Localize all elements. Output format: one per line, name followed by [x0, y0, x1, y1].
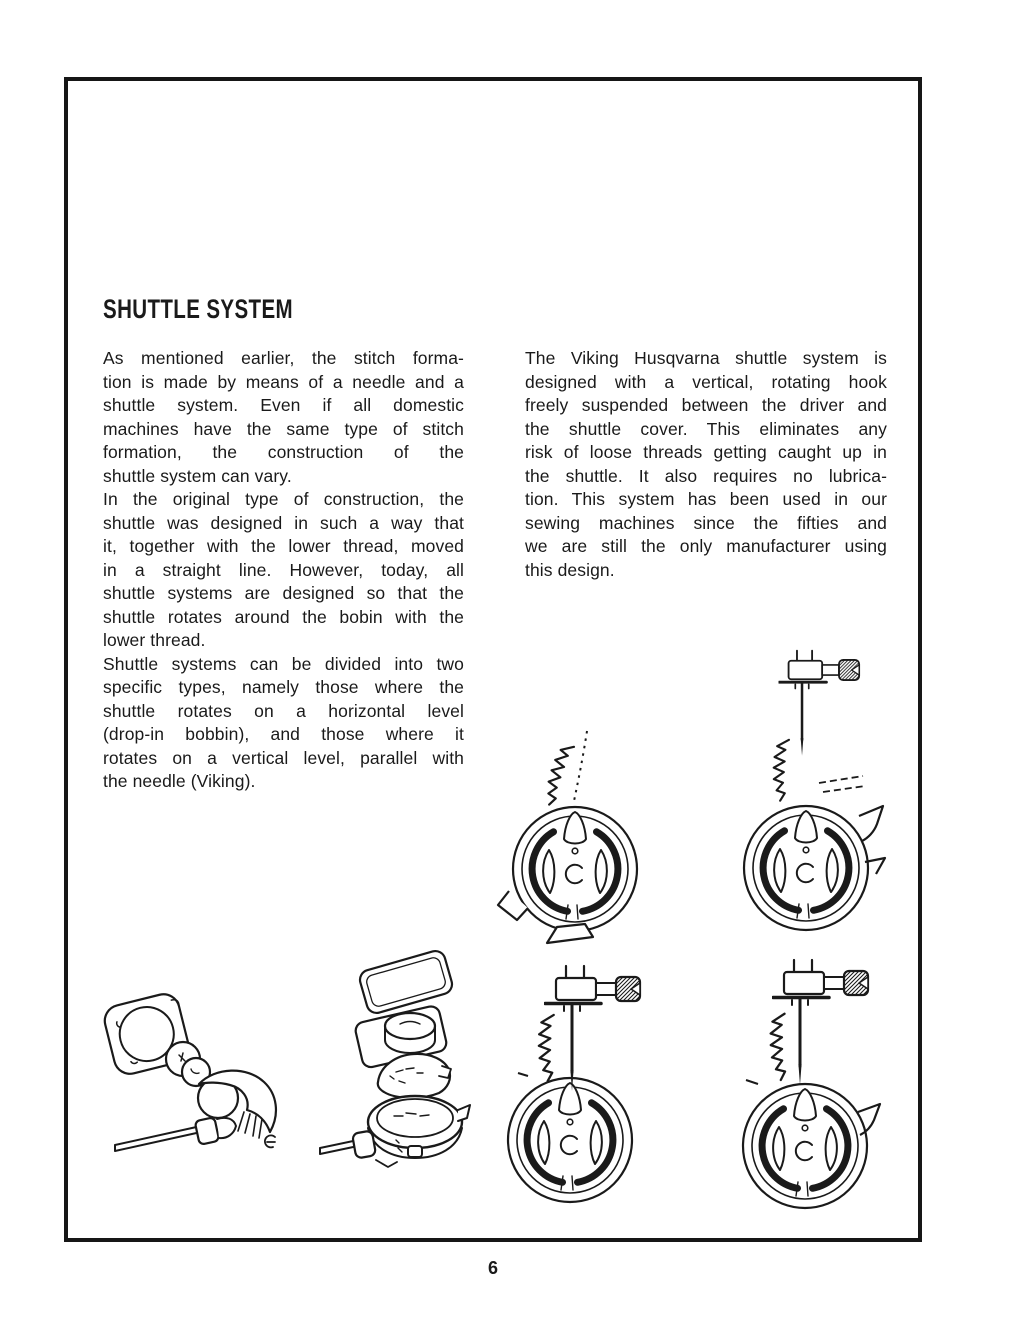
- text-line: The Viking Husqvarna shuttle system is: [525, 348, 887, 368]
- text-line: specific types, namely those where the: [103, 677, 464, 697]
- page-number: 6: [487, 1258, 498, 1278]
- text-line: machines have the same type of stitch: [103, 418, 464, 439]
- dash-mark: [745, 1079, 759, 1085]
- text-line: tion. This system has been used in our: [525, 489, 887, 509]
- needle-bar-icon: [544, 964, 642, 1093]
- text-line: lower thread.: [103, 630, 206, 650]
- dash-mark: [517, 1072, 529, 1077]
- needle-bar-icon: [778, 649, 861, 758]
- text-line: it, together with the lower thread, move…: [103, 536, 464, 556]
- text-line: we are still the only manufacturer using: [525, 536, 887, 556]
- bobbin-plate: [354, 1005, 448, 1069]
- thread-scribble-icon: [769, 738, 796, 803]
- thread-dotted-line: [573, 730, 588, 802]
- text-line: the needle (Viking).: [103, 771, 256, 791]
- text-line: this design.: [525, 559, 615, 580]
- text-line: formation, the construction of the: [103, 442, 464, 462]
- hook-ear: [864, 856, 887, 875]
- text-line: designed with a vertical, rotating hook: [525, 371, 887, 392]
- text-line: the shuttle cover. This eliminates any: [525, 418, 887, 439]
- figure-needle-and-shuttle-top: [735, 649, 887, 940]
- text-line: in a straight line. However, today, all: [103, 559, 464, 580]
- dash-marks: [395, 1139, 403, 1153]
- text-line: (drop-in bobbin), and those where it: [103, 724, 464, 744]
- text-line: rotates on a vertical level, parallel wi…: [103, 747, 464, 768]
- section-title: SHUTTLE SYSTEM: [103, 294, 294, 325]
- rotating-shuttle-icon: [513, 807, 637, 931]
- text-line: tion is made by means of a needle and a: [103, 371, 464, 392]
- hook-blade: [858, 804, 885, 842]
- text-line: freely suspended between the driver and: [525, 395, 887, 415]
- case-post: [407, 1145, 423, 1158]
- slide-cover-plate: [358, 949, 454, 1015]
- driver-shaft: [319, 1130, 398, 1168]
- text-line: shuttle was designed in such a way that: [103, 512, 464, 533]
- figure-exploded-drop-in-bobbin: [319, 949, 471, 1168]
- thread-scribble-icon: [763, 1012, 797, 1082]
- curl-mark: [264, 1134, 276, 1149]
- text-line: shuttle systems are designed so that the: [103, 583, 464, 603]
- right-text-column: The Viking Husqvarna shuttle system is d…: [525, 347, 887, 582]
- page-border-frame: [64, 77, 922, 1242]
- rotating-shuttle-icon: [744, 806, 868, 930]
- text-line: risk of loose threads getting caught up …: [525, 442, 887, 462]
- rotating-shuttle-icon: [508, 1078, 632, 1202]
- left-text-column: As mentioned earlier, the stitch forma- …: [103, 347, 464, 794]
- text-line: shuttle rotates around the bobin with th…: [103, 606, 464, 627]
- text-line: sewing machines since the fifties and: [525, 512, 887, 533]
- text-line: shuttle rotates on a horizontal level: [103, 700, 464, 721]
- figure-exploded-oscillating-shuttle: [103, 993, 278, 1152]
- figure-needle-and-shuttle-bottom-right: [730, 958, 882, 1215]
- text-line: shuttle system. Even if all domestic: [103, 395, 464, 415]
- text-line: the shuttle. It also requires no lubrica…: [525, 465, 887, 486]
- shuttle-tail-tab: [545, 922, 595, 945]
- text-line: As mentioned earlier, the stitch forma-: [103, 348, 464, 368]
- driver-shaft: [114, 1116, 237, 1152]
- needle-bar-icon: [772, 958, 870, 1087]
- rotating-shuttle-icon: [743, 1084, 867, 1208]
- bobbin-case-cover: [376, 1052, 452, 1099]
- text-line: In the original type of construction, th…: [103, 489, 464, 509]
- thread-dashed-lines: [818, 775, 866, 793]
- figure-needle-and-shuttle-bottom-left: [500, 964, 642, 1210]
- hatching: [237, 1111, 263, 1139]
- text-line: shuttle system can vary.: [103, 465, 292, 486]
- thread-scribble-icon: [543, 742, 576, 809]
- figure-rotating-shuttle-front: [496, 730, 670, 945]
- bobbin-case: [366, 1094, 471, 1159]
- driver-finger: [496, 890, 529, 922]
- hook-blade: [857, 1102, 882, 1136]
- text-line: Shuttle systems can be divided into two: [103, 653, 464, 674]
- thread-scribble-icon: [532, 1013, 564, 1083]
